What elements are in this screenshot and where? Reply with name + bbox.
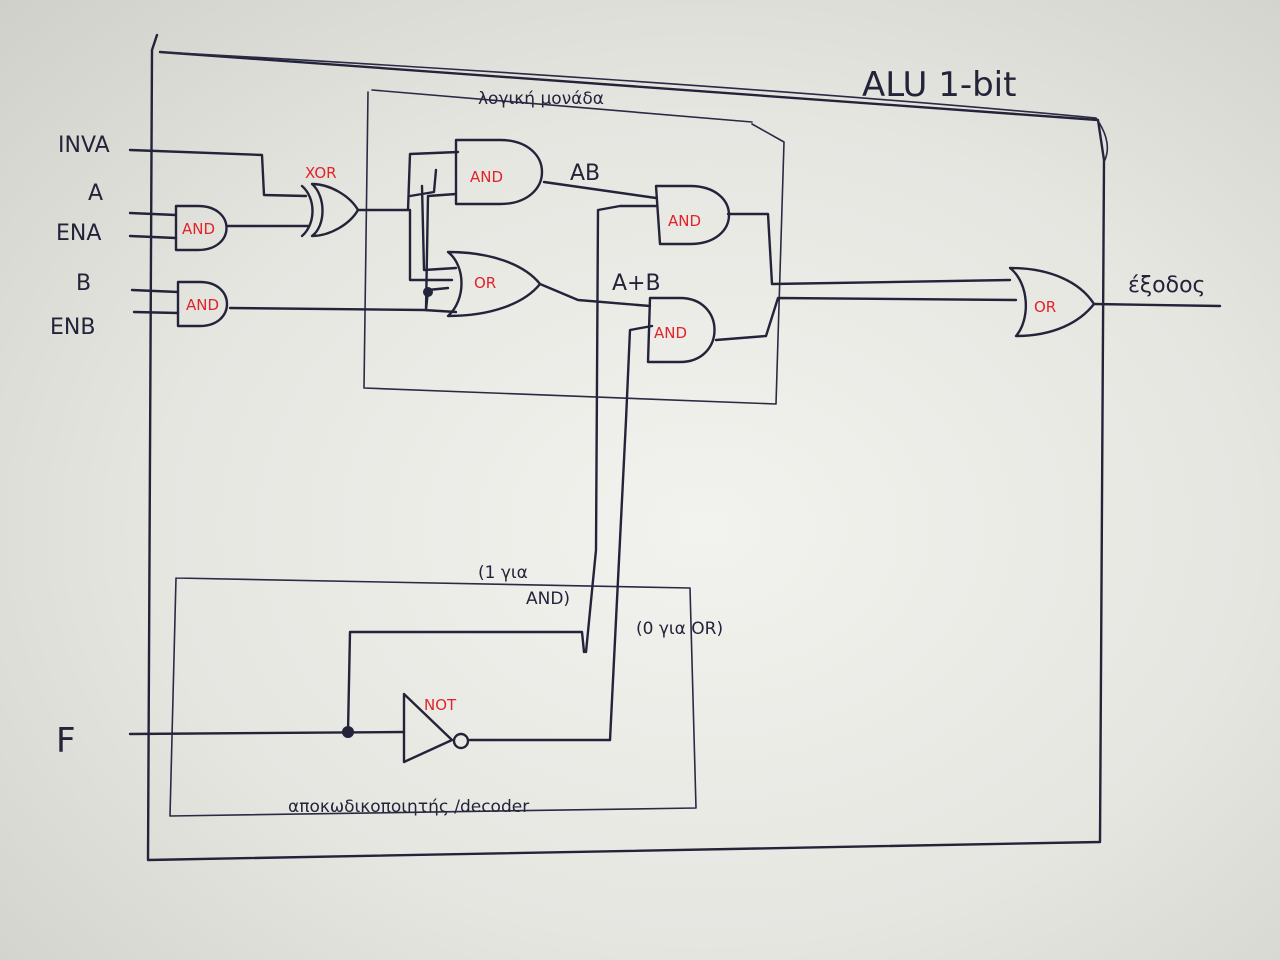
and-gate-ena: [174, 204, 228, 252]
not-gate-label: NOT: [424, 696, 457, 714]
wire-ena: [128, 234, 178, 240]
and-gate-enb: [176, 280, 228, 328]
input-b-label: B: [76, 271, 91, 296]
input-a-label: A: [88, 181, 103, 206]
output-label: έξοδος: [1128, 273, 1205, 298]
or-gate-output: [1008, 266, 1096, 338]
wire-f-to-and-top: [346, 630, 586, 734]
wire-a-plus-b: [538, 282, 652, 308]
junction-b: [423, 287, 433, 297]
wire-inva: [128, 148, 308, 198]
and-gate-enb-label: AND: [186, 296, 219, 314]
wire-output: [1092, 302, 1222, 308]
input-inva-label: INVA: [58, 133, 110, 158]
note-zero-for-or: (0 για OR): [636, 619, 723, 639]
and-gate-logic-label: AND: [470, 168, 503, 186]
note-one-for-and-2: AND): [526, 589, 570, 609]
wire-ab: [542, 180, 658, 200]
alu-outer-boundary: [146, 33, 1106, 862]
logic-unit-box: [363, 89, 785, 405]
and-gate-logic: [454, 138, 544, 206]
or-gate-output-label: OR: [1034, 298, 1056, 316]
wire-and-bottom-to-or: [714, 296, 1018, 342]
wire-select-and-bottom: [608, 324, 654, 742]
wire-a-bus: [406, 150, 460, 282]
and-gate-select-top-label: AND: [668, 212, 701, 230]
not-gate: [402, 692, 454, 764]
and-gate-select-bottom-label: AND: [654, 324, 687, 342]
wire-b: [130, 288, 180, 294]
logic-unit-label: λογική μονάδα: [478, 89, 604, 109]
xor-gate-label: XOR: [305, 164, 337, 182]
input-ena-label: ENA: [56, 221, 101, 246]
alu-outer-boundary-top: [159, 51, 1109, 163]
signal-a-plus-b-label: A+B: [612, 271, 661, 296]
input-enb-label: ENB: [50, 315, 95, 340]
decoder-label: αποκωδικοποιητής /decoder: [288, 797, 529, 817]
xor-gate-back-curve: [300, 184, 314, 238]
signal-ab-label: AB: [570, 161, 600, 186]
alu-title: ALU 1-bit: [862, 65, 1016, 105]
not-gate-bubble: [452, 732, 470, 750]
and-gate-ena-label: AND: [182, 220, 215, 238]
or-gate-logic-label: OR: [474, 274, 496, 292]
xor-gate: [310, 182, 360, 238]
note-one-for-and-1: (1 για: [478, 563, 528, 583]
wire-select-and-top: [584, 204, 658, 654]
decoder-box: [169, 577, 697, 817]
and-gate-select-top: [654, 184, 730, 246]
or-gate-logic: [446, 250, 542, 318]
and-gate-select-bottom: [646, 296, 716, 364]
wire-a: [128, 211, 178, 217]
wire-and-enb-to-logic: [228, 306, 458, 314]
input-f-label: F: [56, 721, 76, 761]
wire-and-top-to-or: [726, 212, 1012, 286]
wire-f: [128, 730, 406, 736]
wire-enb: [132, 310, 180, 315]
